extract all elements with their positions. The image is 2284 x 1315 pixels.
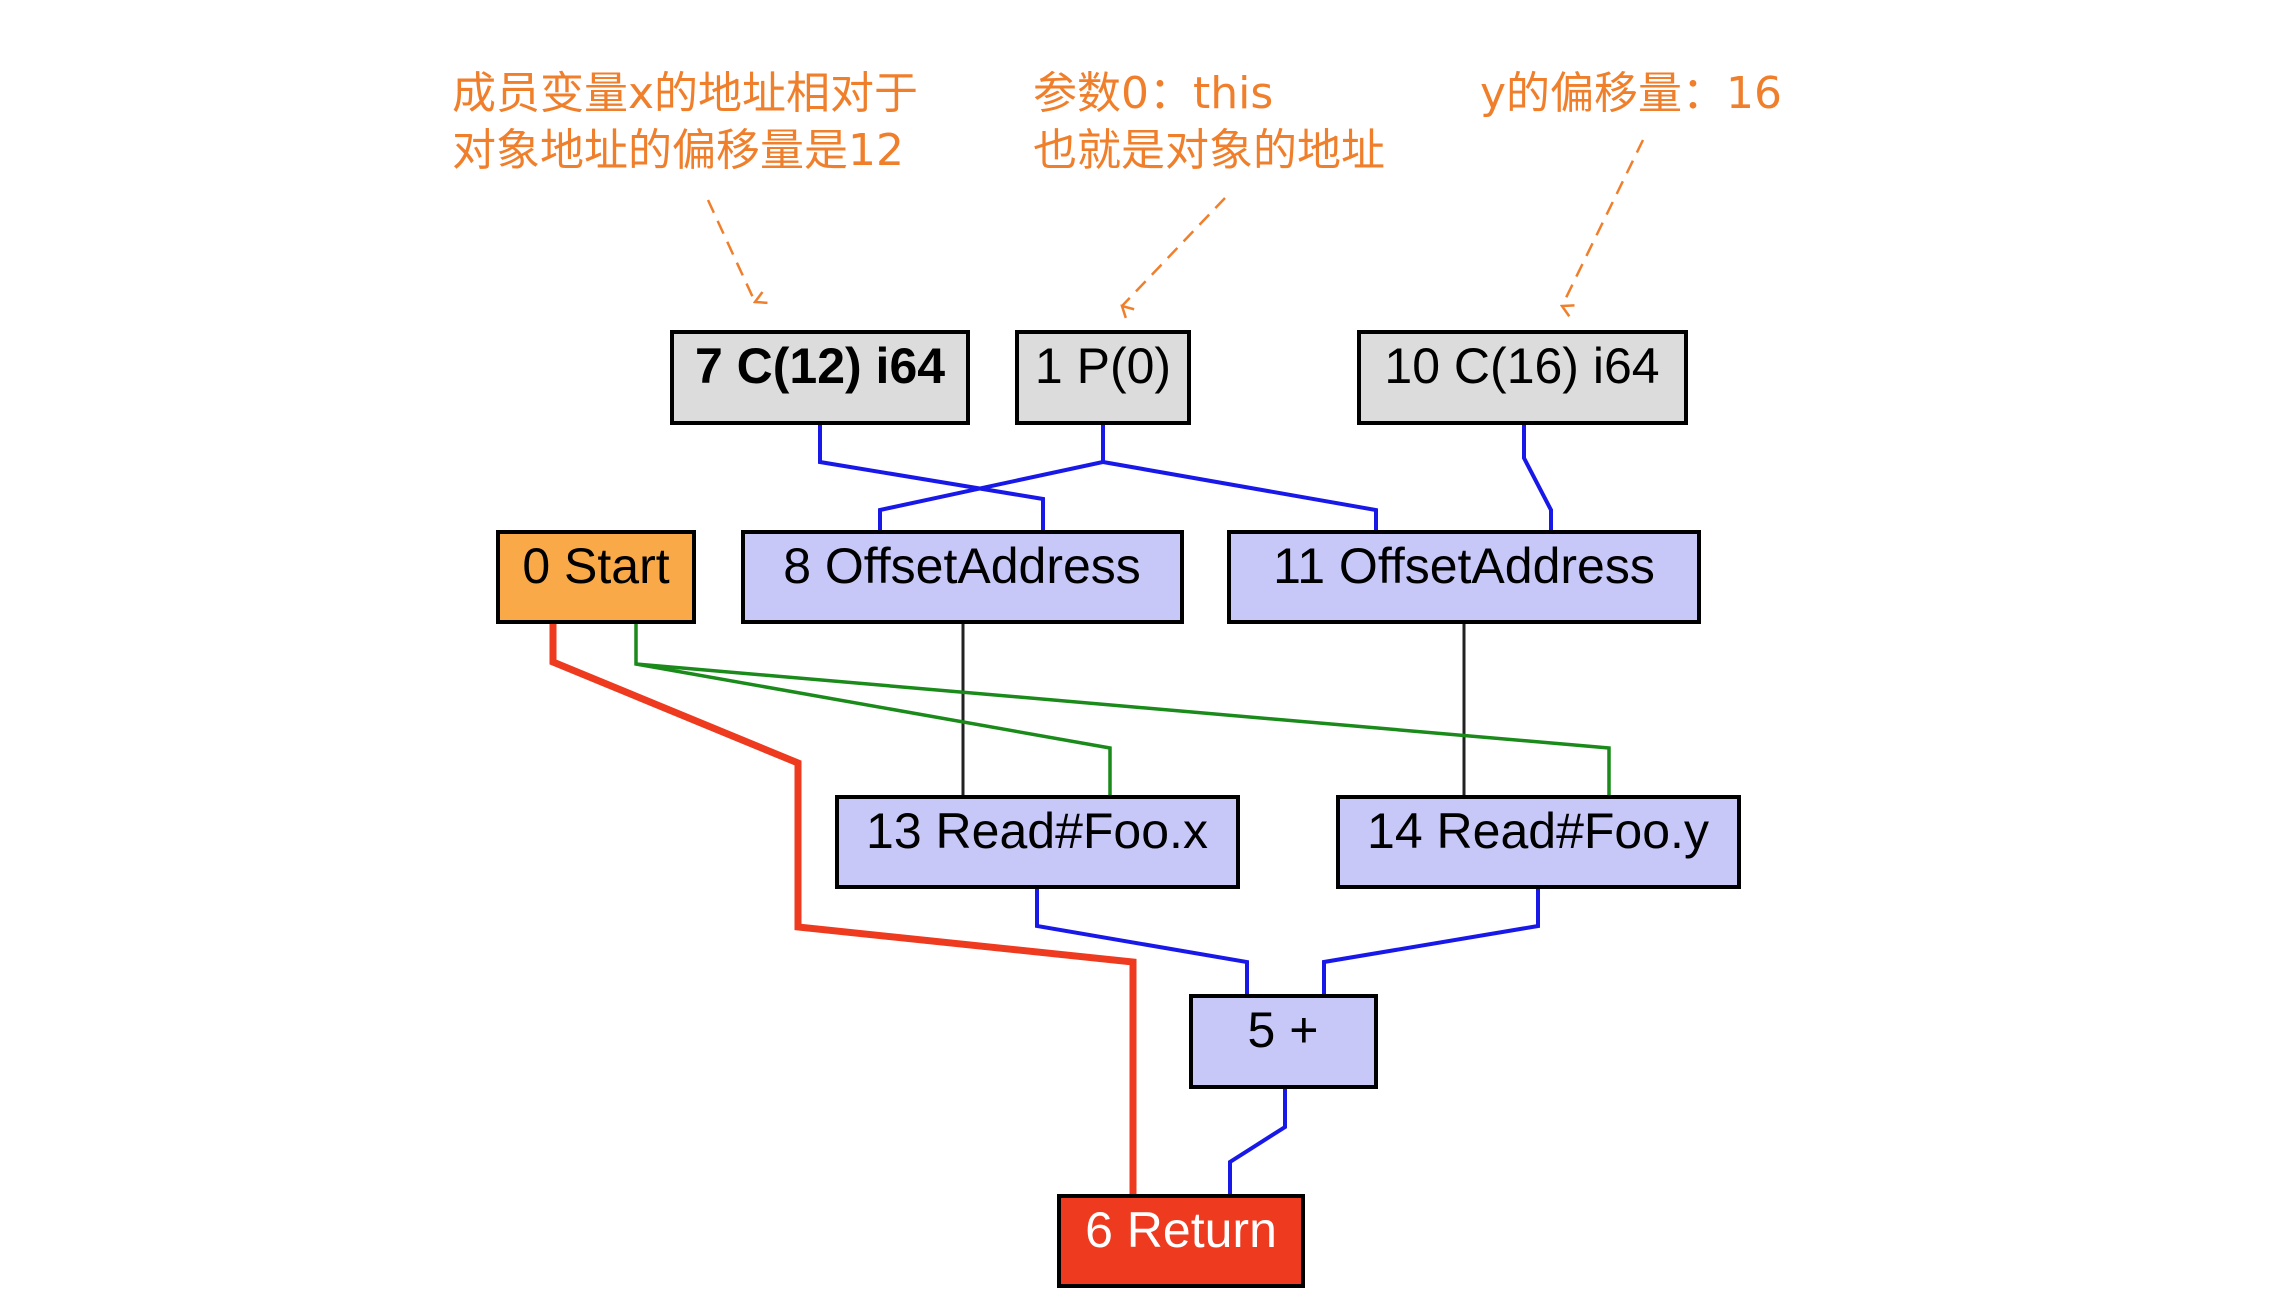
edge-n1-n11: [1102, 460, 1378, 532]
node-14-label: 14 Read#Foo.y: [1367, 803, 1709, 859]
node-5-add[interactable]: 5 +: [1189, 994, 1378, 1089]
node-7-constant[interactable]: 7 C(12) i64: [670, 330, 970, 425]
edge-n14-n5: [1322, 888, 1540, 996]
node-0-label: 0 Start: [522, 538, 669, 594]
annotation-offset-x-line2: 对象地址的偏移量是12: [452, 125, 904, 176]
node-8-label: 8 OffsetAddress: [783, 538, 1141, 594]
node-13-read-foo-x[interactable]: 13 Read#Foo.x: [835, 795, 1240, 889]
annotation-offset-x: 成员变量x的地址相对于 对象地址的偏移量是12: [452, 68, 918, 176]
annotation-arrow-param-this: [1122, 197, 1226, 306]
node-8-box[interactable]: [741, 530, 1184, 624]
node-1-box[interactable]: [1015, 330, 1191, 425]
annotation-arrow-offset-x: [706, 199, 755, 302]
node-7-box[interactable]: [670, 330, 970, 425]
node-14-read-foo-y[interactable]: 14 Read#Foo.y: [1336, 795, 1741, 889]
annotation-param-this-line2: 也就是对象的地址: [1033, 125, 1385, 176]
annotation-arrows: [706, 139, 1645, 306]
node-11-box[interactable]: [1227, 530, 1701, 624]
edges: [549, 424, 1611, 1196]
node-10-label: 10 C(16) i64: [1384, 338, 1659, 394]
node-5-box[interactable]: [1189, 994, 1378, 1089]
edge-n0-n6: [549, 623, 1137, 1196]
edge-n13-n5: [1035, 888, 1249, 996]
edge-n5-n6: [1228, 1088, 1287, 1196]
nodes: 7 C(12) i64 1 P(0) 10 C(16) i64 0 Start …: [496, 330, 1741, 1288]
edge-n1-n8: [878, 424, 1105, 532]
annotation-param-this-line1: 参数0：this: [1033, 68, 1273, 119]
edge-n10-n11: [1522, 424, 1553, 532]
node-0-start[interactable]: 0 Start: [496, 530, 696, 624]
node-6-label: 6 Return: [1085, 1202, 1277, 1258]
node-11-label: 11 OffsetAddress: [1273, 538, 1655, 594]
node-10-box[interactable]: [1357, 330, 1688, 425]
node-6-box[interactable]: [1057, 1194, 1305, 1288]
node-1-label: 1 P(0): [1035, 338, 1171, 394]
node-13-box[interactable]: [835, 795, 1240, 889]
annotation-offset-y: y的偏移量：16: [1480, 68, 1782, 119]
annotation-offset-y-line1: y的偏移量：16: [1480, 68, 1782, 119]
node-1-parameter[interactable]: 1 P(0): [1015, 330, 1191, 425]
edge-n0-n13: [634, 623, 1112, 797]
edge-n7-n8: [818, 424, 1045, 532]
node-14-box[interactable]: [1336, 795, 1741, 889]
node-6-return[interactable]: 6 Return: [1057, 1194, 1305, 1288]
edge-n0-n14: [635, 662, 1611, 797]
node-11-offset-address[interactable]: 11 OffsetAddress: [1227, 530, 1701, 624]
node-10-constant[interactable]: 10 C(16) i64: [1357, 330, 1688, 425]
node-0-box[interactable]: [496, 530, 696, 624]
annotation-offset-x-line1: 成员变量x的地址相对于: [452, 68, 918, 119]
node-7-label: 7 C(12) i64: [695, 338, 945, 394]
annotation-param-this: 参数0：this 也就是对象的地址: [1033, 68, 1385, 176]
node-8-offset-address[interactable]: 8 OffsetAddress: [741, 530, 1184, 624]
node-13-label: 13 Read#Foo.x: [866, 803, 1208, 859]
annotation-arrow-offset-y: [1562, 139, 1645, 306]
node-5-label: 5 +: [1248, 1002, 1319, 1058]
